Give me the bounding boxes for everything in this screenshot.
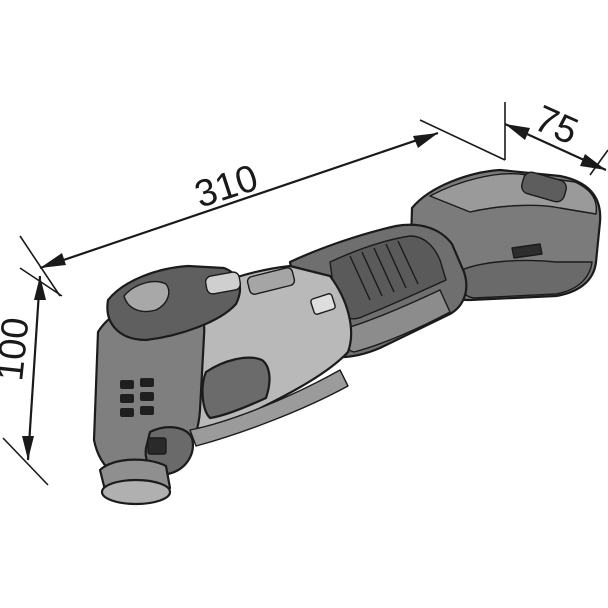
- power-slider: [246, 267, 296, 295]
- housing-window: [201, 356, 271, 420]
- quick-clamp-lever: [123, 280, 170, 313]
- height-dimension: 100: [0, 267, 63, 486]
- battery-latch: [521, 171, 567, 203]
- length-extension-line-left: [19, 235, 61, 297]
- height-extension-line-bottom: [2, 437, 49, 486]
- grip-rib: [385, 243, 407, 289]
- grip-ribs: [349, 240, 419, 301]
- length-dimension-line: [39, 131, 439, 270]
- height-label: 100: [0, 315, 38, 382]
- vent-grill: [120, 378, 154, 417]
- speed-switch: [310, 293, 336, 315]
- vent-slot: [140, 392, 154, 401]
- length-arrow-right: [413, 133, 438, 148]
- vent-slot: [120, 380, 134, 389]
- grip-rib: [361, 251, 383, 297]
- height-arrow-bottom: [22, 436, 34, 460]
- length-arrow-left: [40, 253, 66, 268]
- lower-trim: [189, 369, 349, 447]
- length-extension-line-right: [419, 119, 506, 161]
- vent-slot: [120, 394, 134, 403]
- height-dimension-line: [26, 275, 42, 461]
- width-dimension: 75: [504, 98, 608, 176]
- width-extension-line-right: [589, 149, 608, 176]
- battery-charge-indicator: [511, 243, 543, 259]
- vent-slot: [120, 408, 134, 417]
- multitool-illustration: [92, 168, 602, 506]
- vent-slot: [140, 378, 154, 387]
- grip-rib: [373, 247, 395, 293]
- height-arrow-top: [34, 276, 46, 300]
- spindle-base: [100, 478, 172, 506]
- tool-clamp-button: [204, 271, 242, 295]
- grip-rib: [349, 255, 371, 301]
- grip-rib: [397, 240, 419, 285]
- width-label: 75: [528, 98, 584, 154]
- width-arrow-right: [580, 154, 606, 170]
- length-label: 310: [190, 157, 263, 217]
- collar-switch: [147, 437, 167, 455]
- vent-slot: [140, 406, 154, 415]
- width-arrow-left: [505, 124, 530, 140]
